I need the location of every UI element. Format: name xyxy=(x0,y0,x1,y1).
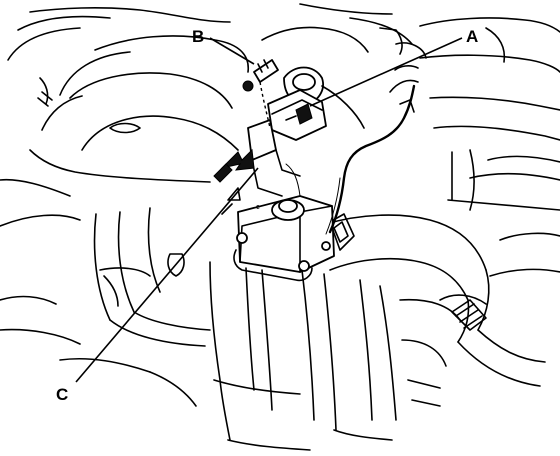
upper-right-hoses xyxy=(261,3,560,211)
direction-arrow-small xyxy=(221,187,241,215)
label-b: B xyxy=(192,27,204,46)
right-hose-assembly xyxy=(325,213,560,387)
install-arrow xyxy=(213,148,255,183)
mark-label: e xyxy=(256,204,260,211)
lower-manifold-runners xyxy=(0,207,461,451)
sensor-boss: e xyxy=(256,199,305,221)
callout-line-a xyxy=(309,37,463,107)
callout-line-b xyxy=(209,37,255,65)
bracket-tab xyxy=(247,119,301,197)
sensor-harness-wire xyxy=(325,84,416,235)
label-c: C xyxy=(56,385,68,404)
upper-intake-runners xyxy=(0,7,249,227)
mounting-bolt xyxy=(242,59,279,129)
callout-line-c xyxy=(75,167,259,383)
mounting-bracket xyxy=(233,163,335,282)
bracket-bolts xyxy=(236,232,331,272)
label-a: A xyxy=(466,27,478,46)
